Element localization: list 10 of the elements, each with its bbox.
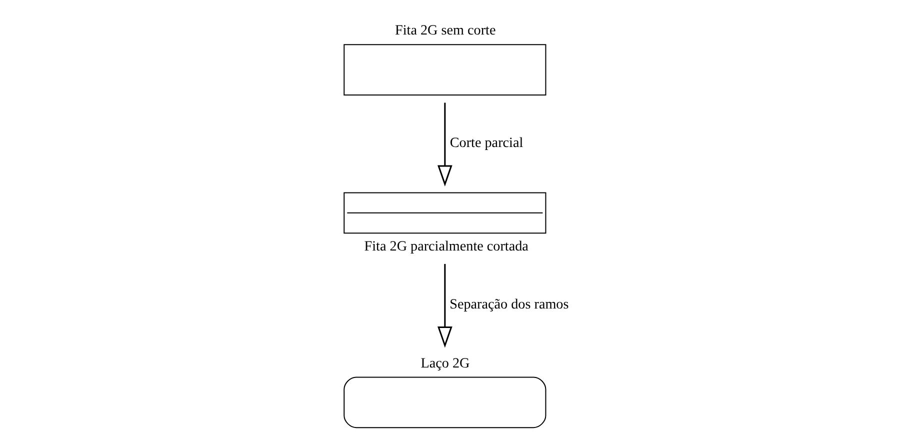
node-label: Laço 2G (420, 355, 470, 372)
edge-label: Corte parcial (450, 135, 524, 152)
node-box (344, 376, 546, 428)
edge-label: Separação dos ramos (450, 296, 569, 312)
node-box (344, 44, 546, 96)
arrow (438, 102, 452, 186)
node-label: Fita 2G sem corte (395, 22, 496, 39)
node-label: Fita 2G parcialmente cortada (364, 238, 528, 254)
arrow (438, 264, 452, 348)
node-box (344, 192, 546, 234)
